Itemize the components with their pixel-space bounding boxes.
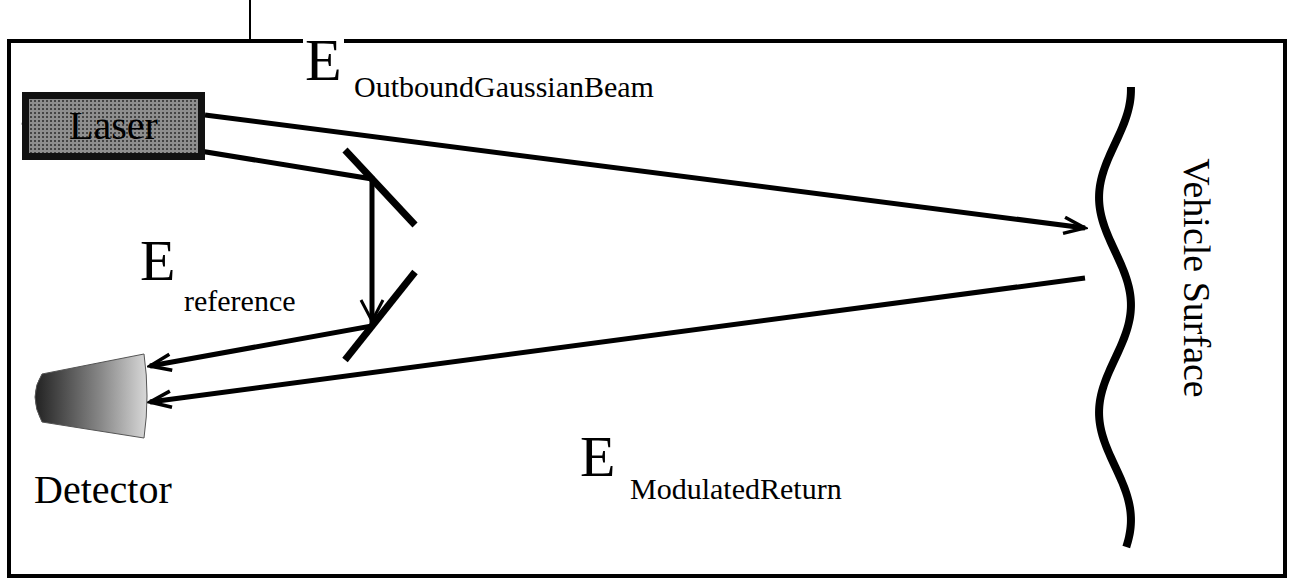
field-subscript: reference — [182, 286, 298, 316]
detector-label: Detector — [34, 470, 172, 510]
page-fragment-line — [249, 0, 251, 40]
beam-arrow — [150, 278, 1085, 402]
mirror — [345, 272, 415, 360]
vehicle-surface: Vehicle Surface — [1085, 85, 1245, 550]
vehicle-surface-label: Vehicle Surface — [1178, 158, 1216, 398]
frame — [9, 41, 1285, 576]
detector: Detector — [28, 352, 150, 440]
laser-box: Laser — [22, 92, 205, 160]
field-symbol: E — [578, 428, 617, 486]
detector-body — [35, 354, 147, 438]
field-subscript: ModulatedReturn — [628, 474, 844, 504]
field-subscript: OutboundGaussianBeam — [352, 72, 656, 102]
laser-box-label: Laser — [69, 106, 158, 146]
field-symbol: E — [303, 30, 344, 90]
detector-shape — [28, 352, 150, 440]
field-symbol: E — [138, 232, 177, 290]
wavy-surface — [1099, 87, 1131, 547]
vehicle-surface-outline — [1085, 85, 1245, 550]
mirror — [345, 150, 415, 225]
